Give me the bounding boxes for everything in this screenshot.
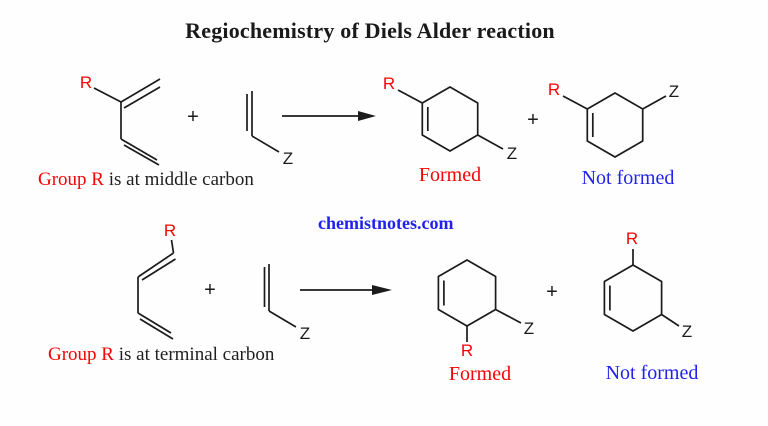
z-group-label: Z [524,319,534,338]
plus-sign: + [546,281,558,303]
bond-to-z [661,313,680,327]
reaction-arrow-bottom [300,285,392,295]
dienophile-bottom: Z [263,264,310,343]
bond-to-z [251,135,280,153]
r-group-label: R [461,341,473,360]
diene-middle-substituted: R [80,73,161,166]
formed-label: Formed [419,164,481,186]
page-title: Regiochemistry of Diels Alder reaction [185,18,555,43]
product-para-formed: R Z Formed [383,74,517,186]
double-bond-c1c2-line1 [137,252,174,278]
double-bond-c1c2-line2 [141,258,176,281]
r-group-label: R [80,73,92,92]
z-group-label: Z [682,322,692,341]
formed-label: Formed [449,363,511,385]
r-group-label: R [383,74,395,93]
r-group-label: R [548,80,560,99]
not-formed-label: Not formed [606,362,699,384]
cyclohexene-ring [437,259,497,327]
reaction-arrow-top [282,111,376,121]
watermark-text: chemistnotes.com [318,213,454,233]
double-bond-c3c4-line1 [137,312,172,334]
cyclohexene-ring [421,86,479,152]
plus-sign: + [204,279,216,301]
caption-middle-carbon: Group R is at middle carbon [38,169,254,191]
caption-rest: is at terminal carbon [113,344,275,365]
cyclohexene-ring [603,264,663,332]
z-group-label: Z [507,144,517,163]
arrow-head-icon [372,285,392,295]
z-group-label: Z [283,149,293,168]
r-group-label: R [626,229,638,248]
bond-to-z [477,134,504,150]
bond-to-r [562,95,588,110]
double-bond-c3c4-line2 [139,318,174,340]
bond-to-z [642,95,667,110]
caption-terminal-carbon: Group R is at terminal carbon [48,344,274,366]
double-bond-c3c4-line2 [123,144,160,166]
not-formed-label: Not formed [582,167,675,189]
caption-highlight: Group R [48,344,114,365]
double-bond-c1c2-line1 [120,78,161,103]
z-group-label: Z [300,324,310,343]
dienophile-top: Z [246,91,293,168]
arrow-head-icon [358,111,376,121]
bond-to-z [268,310,297,328]
product-meta-not-formed-bottom: R Z Not formed [603,229,699,384]
z-group-label: Z [669,82,679,101]
r-group-label: R [164,221,176,240]
product-ortho-formed: Z R Formed [437,259,534,385]
bond-r-to-c2 [93,87,122,103]
double-bond-c1c2-line2 [123,86,161,109]
cyclohexene-ring [586,92,644,158]
bond-to-z [495,308,522,324]
caption-rest: is at middle carbon [103,169,254,190]
bond-to-r [397,89,423,104]
diene-terminal-substituted: R [137,221,176,340]
bond-r-to-c1 [170,239,175,254]
double-bond-c3c4-line1 [120,138,158,161]
product-meta-not-formed: R Z Not formed [548,80,679,189]
plus-sign: + [187,106,199,128]
plus-sign: + [527,109,539,131]
caption-highlight: Group R [38,169,104,190]
